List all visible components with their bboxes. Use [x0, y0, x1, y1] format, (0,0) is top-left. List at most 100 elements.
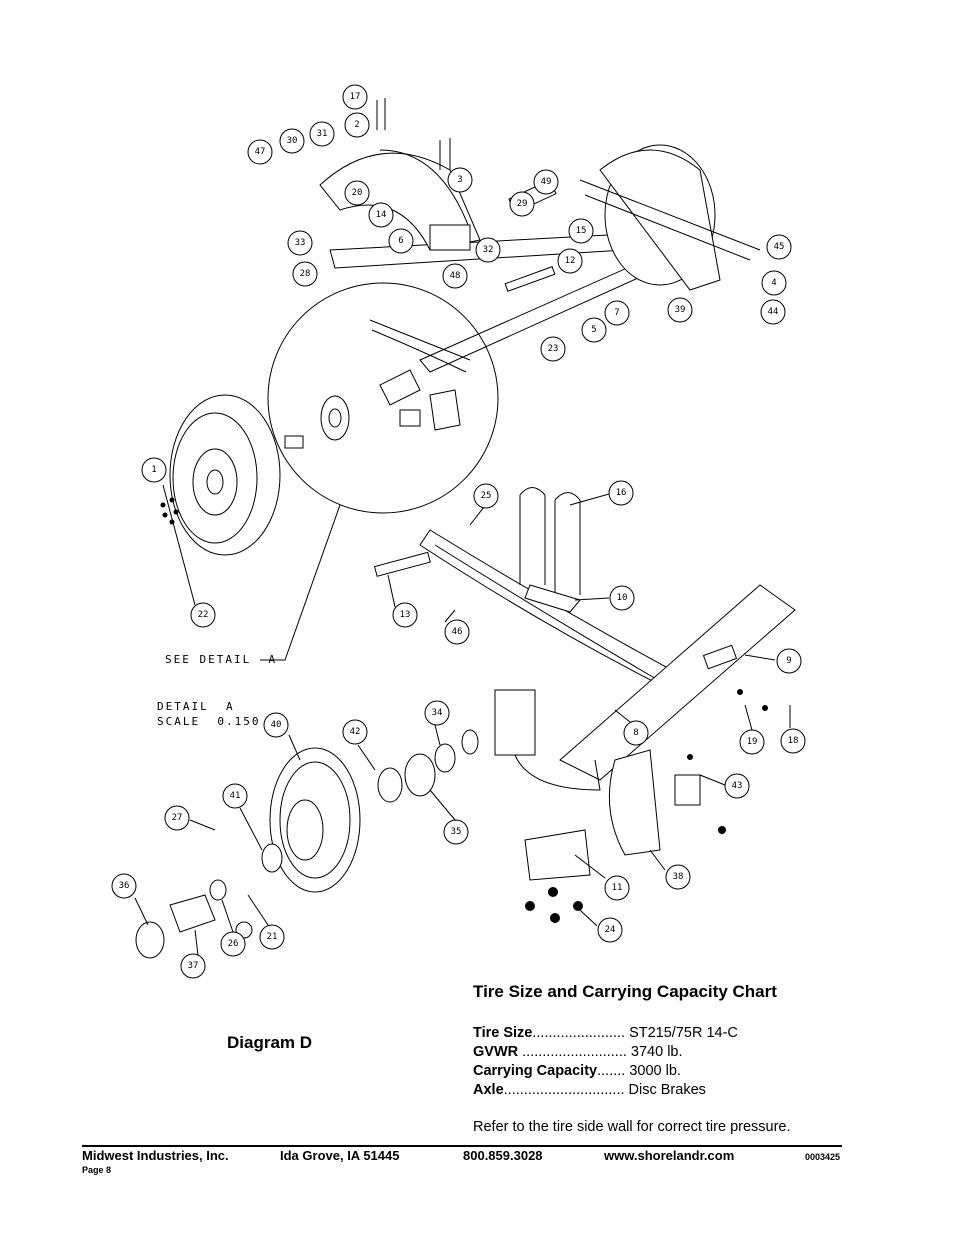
callout-41: 41 — [222, 783, 248, 809]
page-number: Page 8 — [82, 1165, 112, 1175]
callout-30: 30 — [279, 128, 305, 154]
callout-number: 46 — [452, 627, 463, 637]
diagram-title: Diagram D — [227, 1033, 313, 1052]
callout-number: 31 — [317, 129, 328, 139]
callout-number: 45 — [774, 242, 785, 252]
callout-number: 30 — [287, 136, 298, 146]
footer-location: Ida Grove, IA 51445 — [280, 1148, 400, 1163]
footer-doc-number: 0003425 — [805, 1152, 841, 1162]
callout-circle — [424, 700, 450, 726]
callout-number: 11 — [612, 883, 623, 893]
callout-number: 15 — [576, 226, 587, 236]
spec-row-gvwr: GVWR .......................... 3740 lb. — [473, 1044, 683, 1060]
callout-7: 7 — [604, 300, 630, 326]
callout-number: 7 — [614, 308, 619, 318]
callout-circle — [259, 924, 285, 950]
callout-number: 33 — [295, 238, 306, 248]
callout-5: 5 — [581, 317, 607, 343]
callout-8: 8 — [623, 720, 649, 746]
callout-circle — [533, 169, 559, 195]
callout-circle — [604, 300, 630, 326]
tire-pressure-note: Refer to the tire side wall for correct … — [473, 1119, 791, 1135]
callout-circle — [309, 121, 335, 147]
hardware-dots — [160, 497, 768, 923]
spec-dots: .............................. — [503, 1082, 625, 1098]
callout-4: 4 — [761, 270, 787, 296]
callout-1: 1 — [141, 457, 167, 483]
capacity-chart-title: Tire Size and Carrying Capacity Chart — [473, 982, 777, 1001]
spec-label: Carrying Capacity — [473, 1063, 598, 1079]
callout-49: 49 — [533, 169, 559, 195]
callout-circle — [442, 263, 468, 289]
callout-circle — [220, 931, 246, 957]
detail-circle-hub-drawing — [284, 369, 461, 449]
callout-33: 33 — [287, 230, 313, 256]
callout-11: 11 — [604, 875, 630, 901]
callout-number: 1 — [151, 465, 156, 475]
callout-circle — [667, 297, 693, 323]
callout-circle — [760, 299, 786, 325]
callout-number: 10 — [617, 593, 628, 603]
callout-circle — [444, 619, 470, 645]
callout-2: 2 — [344, 112, 370, 138]
callout-48: 48 — [442, 263, 468, 289]
callout-25: 25 — [473, 483, 499, 509]
callout-circle — [344, 112, 370, 138]
callout-46: 46 — [444, 619, 470, 645]
callout-40: 40 — [263, 712, 289, 738]
callout-26: 26 — [220, 931, 246, 957]
callout-number: 28 — [300, 269, 311, 279]
callout-circle — [761, 270, 787, 296]
spec-value: 3000 lb. — [629, 1063, 681, 1079]
callout-circle — [180, 953, 206, 979]
callout-circle — [604, 875, 630, 901]
tire-wheel-drawing — [169, 394, 281, 556]
callout-12: 12 — [557, 248, 583, 274]
spec-row-carrying-capacity: Carrying Capacity....... 3000 lb. — [473, 1063, 681, 1079]
callout-number: 38 — [673, 872, 684, 882]
callout-number: 4 — [771, 278, 776, 288]
callout-circle — [279, 128, 305, 154]
callout-23: 23 — [540, 336, 566, 362]
callout-circle — [222, 783, 248, 809]
callout-number: 18 — [788, 736, 799, 746]
detail-title-label: DETAIL A — [157, 700, 235, 713]
callout-number: 44 — [768, 307, 779, 317]
callout-number: 24 — [605, 925, 616, 935]
callout-circle — [665, 864, 691, 890]
spring-axle-drawing — [373, 487, 796, 881]
callout-35: 35 — [443, 819, 469, 845]
callout-number: 26 — [228, 939, 239, 949]
callout-circle — [190, 602, 216, 628]
callout-circle — [557, 248, 583, 274]
rotor-hub-drawing — [135, 743, 456, 959]
spec-label: Tire Size — [473, 1025, 533, 1041]
callout-number: 43 — [732, 781, 743, 791]
callout-34: 34 — [424, 700, 450, 726]
callout-43: 43 — [724, 773, 750, 799]
spec-dots: .......................... — [518, 1044, 627, 1060]
callout-42: 42 — [342, 719, 368, 745]
callout-29: 29 — [509, 191, 535, 217]
callout-number: 27 — [172, 813, 183, 823]
spec-label: GVWR — [473, 1044, 519, 1060]
callout-circle — [344, 180, 370, 206]
spec-value: 3740 lb. — [630, 1044, 683, 1060]
callout-circle — [581, 317, 607, 343]
callout-circle — [568, 218, 594, 244]
callout-circle — [473, 483, 499, 509]
callout-22: 22 — [190, 602, 216, 628]
callout-circle — [597, 917, 623, 943]
callout-number: 49 — [541, 177, 552, 187]
callout-number: 41 — [230, 791, 241, 801]
callout-circle — [509, 191, 535, 217]
callout-number: 17 — [350, 92, 361, 102]
callout-number: 48 — [450, 271, 461, 281]
callout-number: 34 — [432, 708, 443, 718]
axle-assembly-drawing — [319, 98, 761, 373]
callout-16: 16 — [608, 480, 634, 506]
callout-38: 38 — [665, 864, 691, 890]
callout-number: 29 — [517, 199, 528, 209]
